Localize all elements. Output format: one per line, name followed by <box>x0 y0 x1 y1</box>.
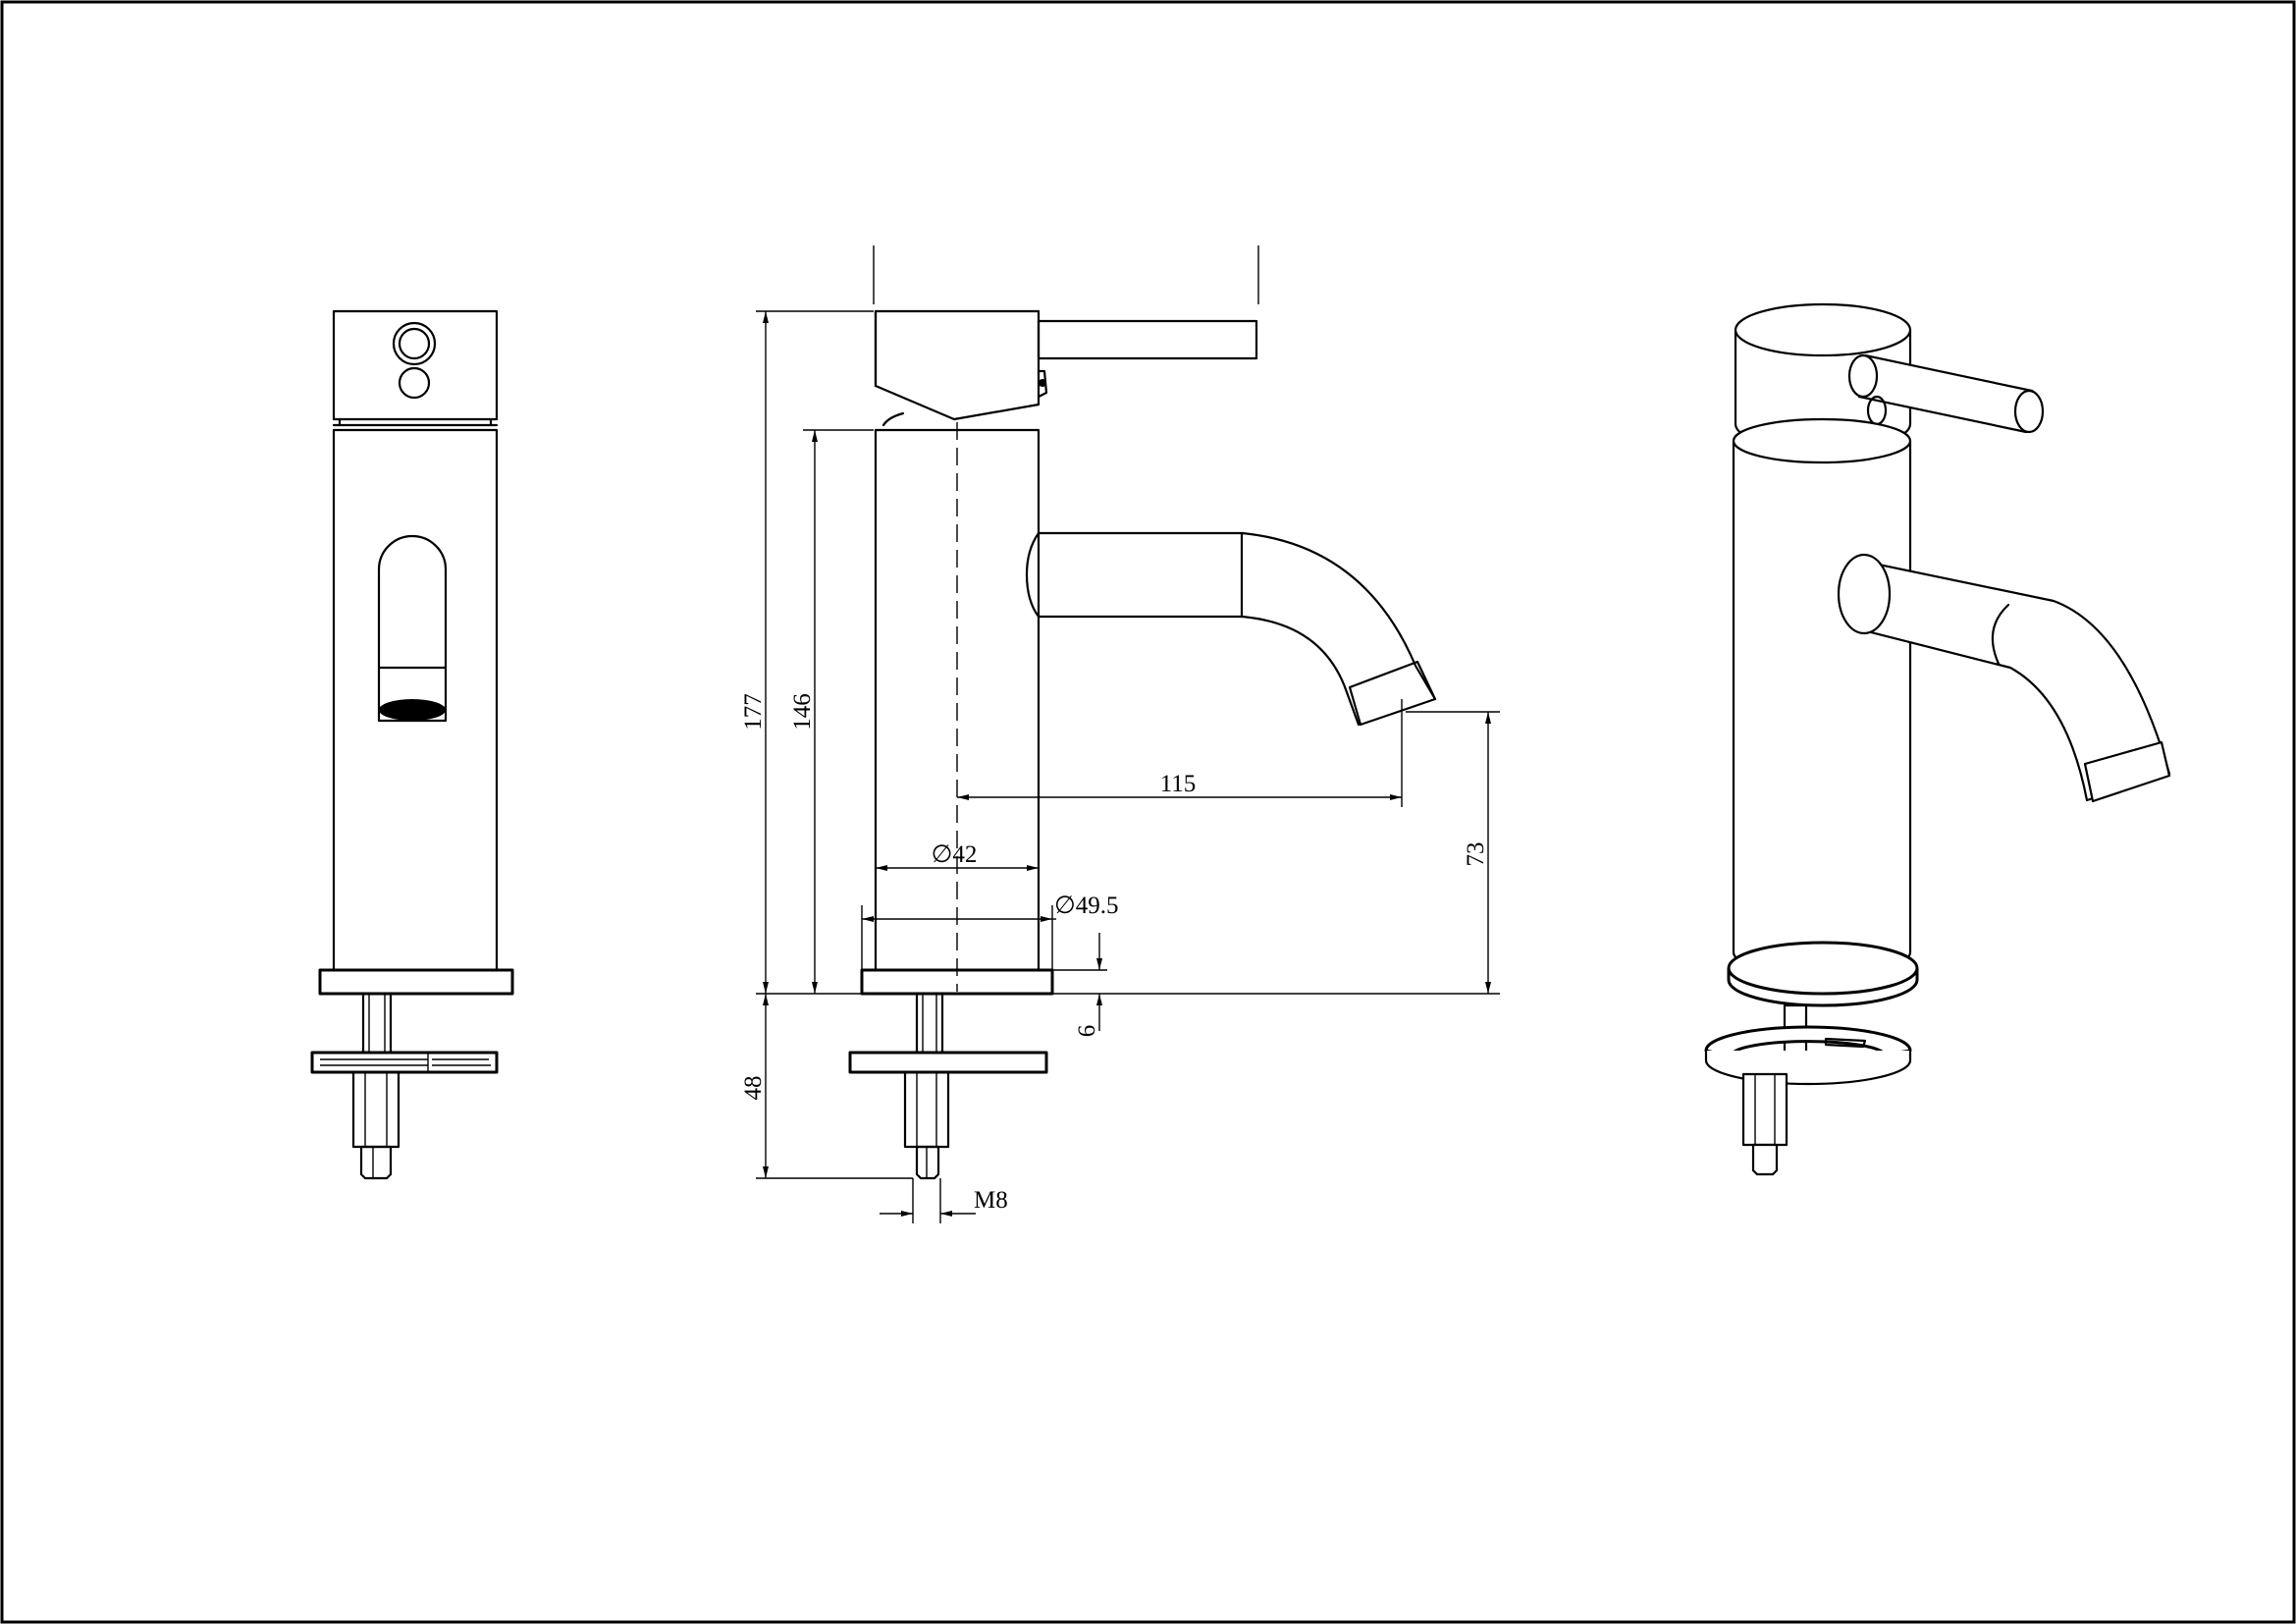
dim-body-height: 146 <box>789 693 816 731</box>
dim-shank-length: 48 <box>740 1076 767 1101</box>
front-view <box>310 309 514 1180</box>
aerator-outlet <box>379 699 446 721</box>
perspective-view <box>1704 302 2171 1176</box>
dim-body-diameter: ∅42 <box>932 841 978 868</box>
side-view: 177 146 48 115 73 ∅42 ∅49.5 6 <box>740 245 1500 1223</box>
dim-spout-height: 73 <box>1463 842 1489 867</box>
dim-total-height: 177 <box>740 693 767 731</box>
dim-spout-reach: 115 <box>1160 771 1197 797</box>
dim-base-thickness: 6 <box>1074 1025 1100 1038</box>
dim-thread: M8 <box>974 1187 1008 1214</box>
dim-base-diameter: ∅49.5 <box>1054 893 1119 919</box>
